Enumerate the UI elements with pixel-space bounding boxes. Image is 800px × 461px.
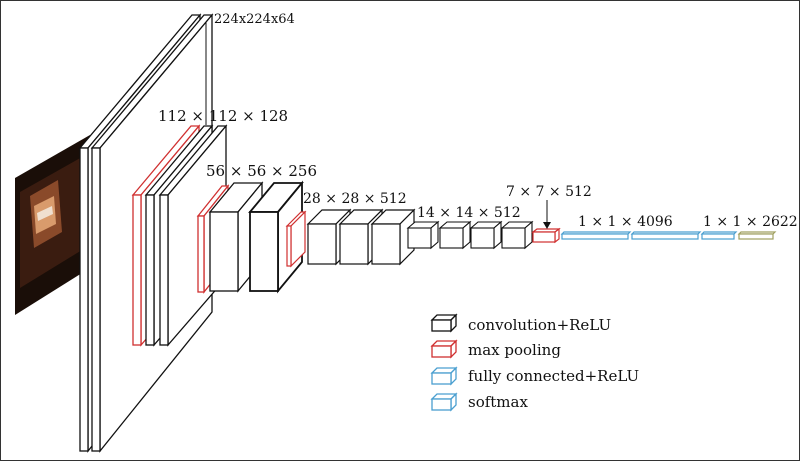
legend-item-conv: convolution+ReLU: [430, 313, 611, 334]
fc-layers: [560, 231, 738, 240]
label-1x1x4096: 1 × 1 × 4096: [578, 214, 673, 230]
conv-block-5: [406, 220, 534, 250]
legend-item-softmax: softmax: [430, 392, 528, 412]
legend-label-conv: convolution+ReLU: [468, 316, 611, 334]
label-7x7x512: 7 × 7 × 512: [506, 184, 592, 200]
label-28x28x512: 28 × 28 × 512: [303, 191, 407, 207]
legend-swatch-softmax: [430, 392, 458, 412]
conv-block-4: [285, 208, 416, 268]
legend-swatch-pool: [430, 339, 458, 359]
legend-item-fc: fully connected+ReLU: [430, 366, 639, 386]
label-arrow-6: [543, 222, 551, 229]
legend-swatch-fc: [430, 366, 458, 386]
legend-swatch-conv: [430, 313, 458, 333]
label-56x56x256: 56 × 56 × 256: [206, 162, 317, 180]
label-14x14x512: 14 × 14 × 512: [417, 205, 521, 221]
label-112x112x128: 112 × 112 × 128: [158, 107, 288, 125]
legend-label-pool: max pooling: [468, 341, 561, 359]
legend: convolution+ReLU max pooling fully conne…: [430, 313, 639, 412]
softmax-layer: [737, 231, 777, 240]
conv-block-2: [131, 124, 228, 347]
label-224x224x64: 224x224x64: [214, 12, 295, 27]
legend-label-softmax: softmax: [468, 393, 528, 411]
conv-block-3: [196, 180, 304, 294]
legend-label-fc: fully connected+ReLU: [468, 367, 639, 385]
conv-block-1: [78, 13, 214, 453]
input-face-image: [15, 135, 90, 315]
pool-block-6: [531, 227, 561, 244]
label-1x1x2622: 1 × 1 × 2622: [703, 214, 798, 230]
legend-item-pool: max pooling: [430, 339, 561, 359]
